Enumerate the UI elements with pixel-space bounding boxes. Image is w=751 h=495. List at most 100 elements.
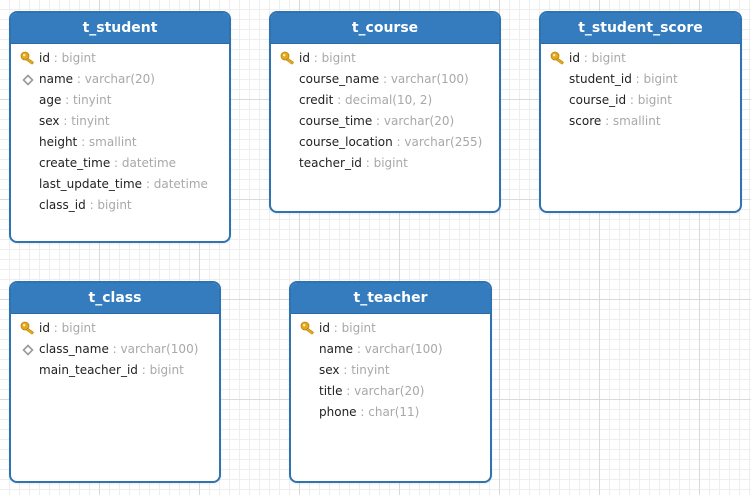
field-type: varchar(20) bbox=[354, 384, 425, 398]
field-type: tinyint bbox=[71, 114, 110, 128]
field-row-student-id[interactable]: student_id : bigint bbox=[541, 69, 740, 90]
field-row-course-time[interactable]: course_time : varchar(20) bbox=[271, 111, 499, 132]
field-separator: : bbox=[85, 198, 98, 212]
field-separator: : bbox=[309, 51, 322, 65]
field-row-class-name[interactable]: class_name : varchar(100) bbox=[11, 339, 219, 360]
field-type: varchar(100) bbox=[120, 342, 199, 356]
field-name: main_teacher_id bbox=[39, 363, 138, 377]
field-row-age[interactable]: age : tinyint bbox=[11, 90, 229, 111]
field-name: student_id bbox=[569, 72, 632, 86]
table-title[interactable]: t_student bbox=[11, 13, 229, 44]
field-separator: : bbox=[353, 342, 365, 356]
field-type: varchar(20) bbox=[84, 72, 155, 86]
field-type: bigint bbox=[321, 51, 356, 65]
field-row-teacher-id[interactable]: teacher_id : bigint bbox=[271, 153, 499, 174]
field-row-id[interactable]: id : bigint bbox=[541, 48, 740, 69]
field-type: bigint bbox=[373, 156, 408, 170]
table-title[interactable]: t_class bbox=[11, 283, 219, 314]
field-separator: : bbox=[61, 93, 74, 107]
field-name: class_name bbox=[39, 342, 109, 356]
field-name: course_time bbox=[299, 114, 373, 128]
field-name: sex bbox=[319, 363, 340, 377]
field-row-class-id[interactable]: class_id : bigint bbox=[11, 195, 229, 216]
field-type: bigint bbox=[61, 51, 96, 65]
field-row-id[interactable]: id : bigint bbox=[291, 318, 490, 339]
field-separator: : bbox=[73, 72, 85, 86]
field-row-course-name[interactable]: course_name : varchar(100) bbox=[271, 69, 499, 90]
field-type: bigint bbox=[637, 93, 672, 107]
field-type: bigint bbox=[643, 72, 678, 86]
field-separator: : bbox=[601, 114, 613, 128]
field-separator: : bbox=[626, 93, 638, 107]
field-type: bigint bbox=[97, 198, 132, 212]
field-name: class_id bbox=[39, 198, 86, 212]
field-name: id bbox=[39, 321, 50, 335]
field-name: id bbox=[319, 321, 330, 335]
field-separator: : bbox=[361, 156, 374, 170]
index-diamond-icon bbox=[20, 72, 36, 88]
field-name: age bbox=[39, 93, 62, 107]
field-separator: : bbox=[49, 51, 62, 65]
field-name: course_id bbox=[569, 93, 627, 107]
field-name: sex bbox=[39, 114, 60, 128]
field-row-sex[interactable]: sex : tinyint bbox=[291, 360, 490, 381]
primary-key-icon bbox=[300, 320, 316, 336]
field-name: score bbox=[569, 114, 602, 128]
field-row-height[interactable]: height : smallint bbox=[11, 132, 229, 153]
field-row-last-update-time[interactable]: last_update_time : datetime bbox=[11, 174, 229, 195]
field-row-id[interactable]: id : bigint bbox=[11, 318, 219, 339]
field-separator: : bbox=[49, 321, 62, 335]
field-type: smallint bbox=[88, 135, 137, 149]
field-row-name[interactable]: name : varchar(100) bbox=[291, 339, 490, 360]
field-separator: : bbox=[392, 135, 405, 149]
field-name: title bbox=[319, 384, 343, 398]
field-row-score[interactable]: score : smallint bbox=[541, 111, 740, 132]
field-type: bigint bbox=[61, 321, 96, 335]
field-type: bigint bbox=[341, 321, 376, 335]
field-row-course-id[interactable]: course_id : bigint bbox=[541, 90, 740, 111]
field-separator: : bbox=[631, 72, 644, 86]
field-row-phone[interactable]: phone : char(11) bbox=[291, 402, 490, 423]
field-row-credit[interactable]: credit : decimal(10, 2) bbox=[271, 90, 499, 111]
field-row-name[interactable]: name : varchar(20) bbox=[11, 69, 229, 90]
field-row-course-location[interactable]: course_location : varchar(255) bbox=[271, 132, 499, 153]
field-type: tinyint bbox=[73, 93, 112, 107]
field-row-title[interactable]: title : varchar(20) bbox=[291, 381, 490, 402]
primary-key-icon bbox=[550, 50, 566, 66]
field-type: bigint bbox=[591, 51, 626, 65]
table-title[interactable]: t_teacher bbox=[291, 283, 490, 314]
field-row-sex[interactable]: sex : tinyint bbox=[11, 111, 229, 132]
table-title[interactable]: t_student_score bbox=[541, 13, 740, 44]
field-name: create_time bbox=[39, 156, 111, 170]
field-row-id[interactable]: id : bigint bbox=[271, 48, 499, 69]
field-type: datetime bbox=[121, 156, 177, 170]
field-row-id[interactable]: id : bigint bbox=[11, 48, 229, 69]
field-separator: : bbox=[108, 342, 121, 356]
field-separator: : bbox=[339, 363, 352, 377]
field-separator: : bbox=[379, 72, 391, 86]
field-separator: : bbox=[142, 177, 154, 191]
field-name: id bbox=[39, 51, 50, 65]
field-row-main-teacher-id[interactable]: main_teacher_id : bigint bbox=[11, 360, 219, 381]
field-separator: : bbox=[59, 114, 72, 128]
field-name: phone bbox=[319, 405, 357, 419]
primary-key-icon bbox=[20, 50, 36, 66]
field-row-create-time[interactable]: create_time : datetime bbox=[11, 153, 229, 174]
field-separator: : bbox=[356, 405, 369, 419]
field-name: name bbox=[319, 342, 354, 356]
field-type: smallint bbox=[612, 114, 661, 128]
field-name: id bbox=[569, 51, 580, 65]
field-type: varchar(100) bbox=[390, 72, 469, 86]
field-type: char(11) bbox=[368, 405, 420, 419]
field-type: datetime bbox=[153, 177, 208, 191]
field-separator: : bbox=[77, 135, 89, 149]
field-type: bigint bbox=[149, 363, 184, 377]
table-title[interactable]: t_course bbox=[271, 13, 499, 44]
